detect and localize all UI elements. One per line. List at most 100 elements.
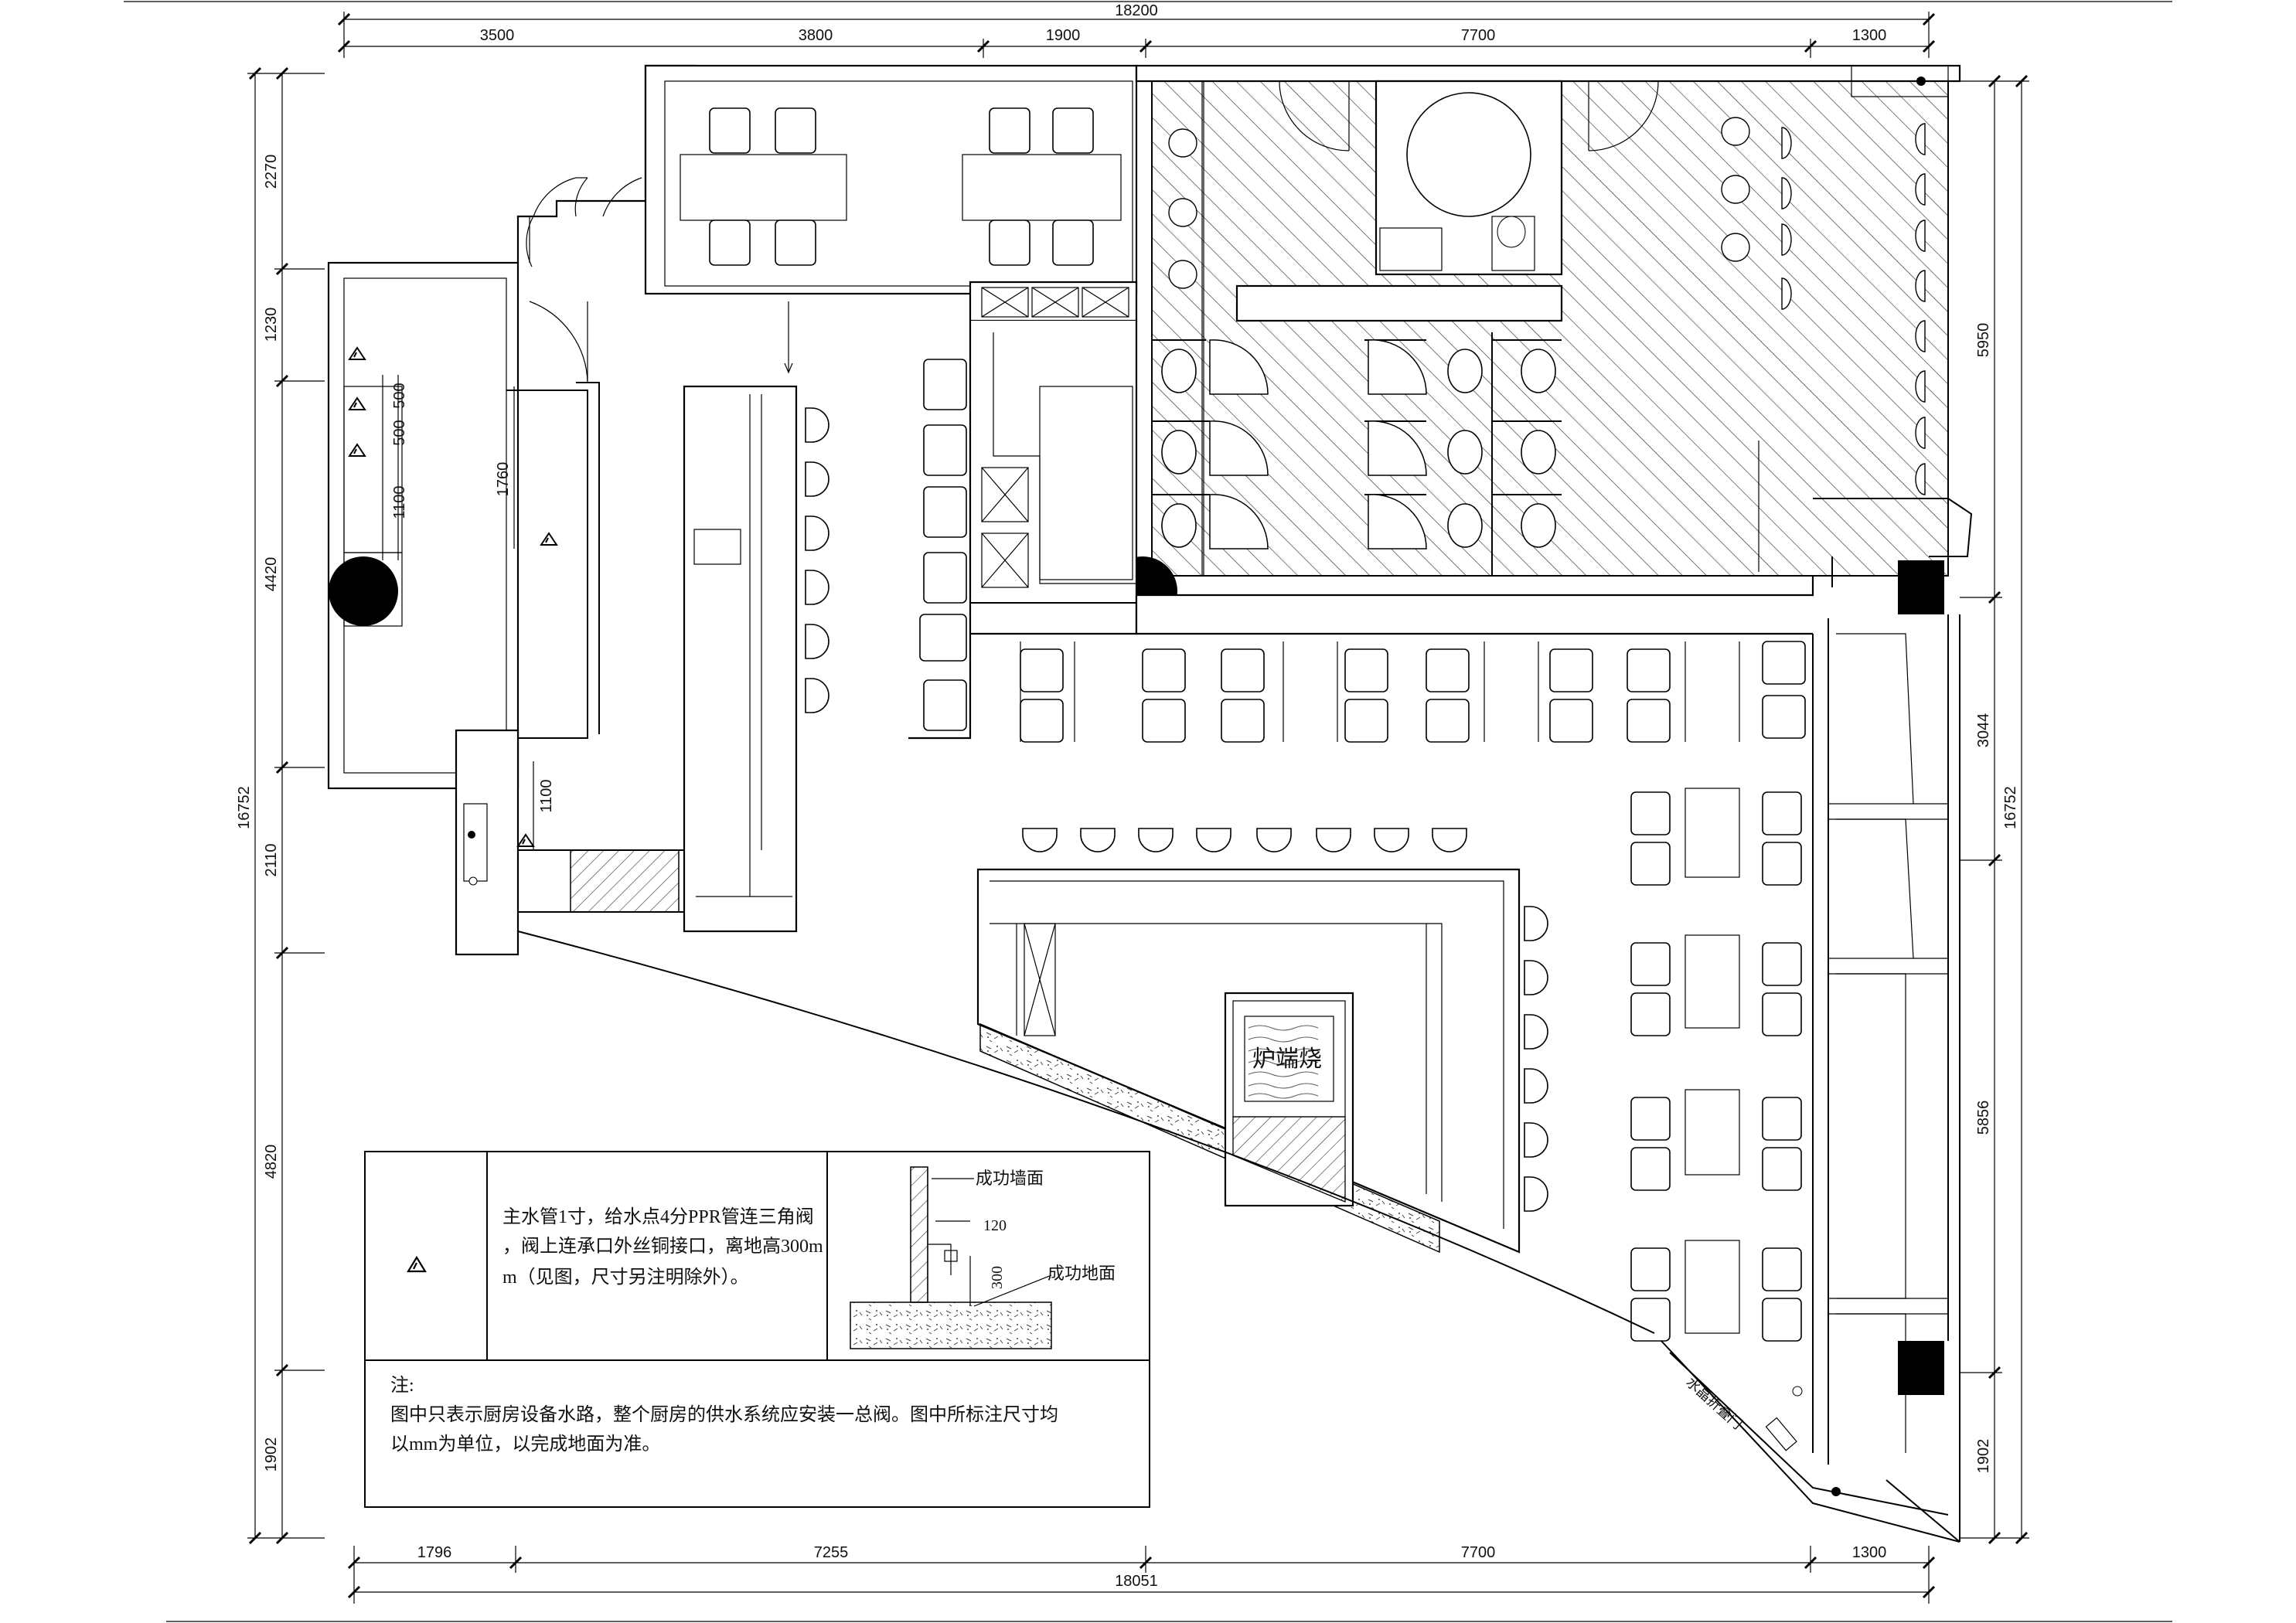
bar-stool [1524,960,1548,995]
dim-top-seg-4: 7700 [1461,27,1496,44]
dim-left-seg-4: 2110 [263,843,280,876]
bar-stool [805,678,829,713]
valve-icon [348,396,366,410]
bar-stool [805,461,829,497]
right-corridor: 水晶折叠门 [1135,65,1973,1543]
left-dimension-chain: 16752 2270 1230 4420 2110 4820 1902 [236,66,325,1545]
chair [1344,699,1388,743]
dim-left-total: 16752 [236,786,253,829]
bar-stool [1080,828,1116,852]
chair [1426,648,1470,692]
dim-left-seg-6: 1902 [263,1438,280,1472]
bar-stool [1256,828,1292,852]
bar-stool [1196,828,1231,852]
cook-line-chairs [919,359,967,731]
chair [1630,791,1671,835]
chair [1052,219,1094,266]
prep-kitchen [327,64,696,956]
riser-icon [329,556,398,626]
bar-stool [1374,828,1409,852]
valve-icon [348,443,366,457]
bar-stool [1524,1068,1548,1104]
valve-detail [850,1166,1052,1349]
chair [1762,1147,1802,1191]
chair [1630,1097,1671,1141]
chair [1630,1147,1671,1191]
top-dimension-chain: 18200 3500 3800 1900 7700 1300 [337,2,1936,58]
top-dining-chairs [709,107,1094,266]
dim-top-total: 18200 [1115,2,1158,19]
right-booth-chairs [1630,791,1802,1342]
chair [923,359,967,410]
kitchen-dim-500a: 500 [391,383,408,408]
bar-stool [1524,906,1548,941]
legend-box [364,1151,1150,1508]
right-dimension-chain: 5950 3044 5856 1902 16752 [1960,74,2029,1545]
chair [1762,842,1802,886]
chair [1762,641,1806,685]
chair [1221,648,1265,692]
chair [1020,648,1064,692]
curved-facade [517,931,1655,1334]
chair [1142,699,1186,743]
dim-bottom-seg-3: 7700 [1461,1544,1496,1561]
note-body-line-2: 以mm为单位，以完成地面为准。 [390,1434,660,1455]
dim-bottom-seg-2: 7255 [814,1544,849,1561]
chair [1630,1298,1671,1342]
chair [1762,1097,1802,1141]
bottom-dimension-chain: 1796 7255 7700 1300 18051 [347,1544,1936,1604]
dim-right-total: 16752 [2002,786,2019,829]
right-booths [1685,788,1740,1334]
detail-wall-label: 成功墙面 [976,1169,1044,1188]
bar-stool [1524,1014,1548,1050]
chair [1142,648,1186,692]
dim-top-seg-1: 3500 [480,27,515,44]
chair [1630,1247,1671,1291]
dim-left-seg-1: 2270 [263,155,280,189]
dim-left-seg-3: 4420 [263,557,280,592]
bar-stool [1524,1176,1548,1212]
detail-dim-120: 120 [983,1217,1007,1234]
dim-right-seg-2: 3044 [1975,713,1992,748]
chair [775,107,816,154]
dim-top-seg-2: 3800 [799,27,833,44]
bar-counter [683,301,798,933]
chair [1020,699,1064,743]
folding-door-label: 水晶折叠门 [1683,1374,1745,1432]
bar-stool [1138,828,1174,852]
bar-stool [805,624,829,659]
chair [1549,699,1593,743]
chair [923,424,967,476]
bar-stool [1524,1122,1548,1158]
middle-table-row [1020,641,1740,742]
chair [1221,699,1265,743]
bar-stool [805,515,829,551]
chair [709,219,751,266]
bar-stool [1022,828,1058,852]
chair [989,219,1030,266]
chair [1762,1298,1802,1342]
chair [1627,699,1671,743]
valve-symbol-icon [407,1255,427,1273]
stove-label: 炉端烧 [1252,1046,1322,1072]
chair [1762,695,1806,739]
chair [1549,648,1593,692]
valve-icon [516,833,535,847]
chair [1762,1247,1802,1291]
dim-bottom-total: 18051 [1115,1573,1158,1590]
dim-top-seg-3: 1900 [1046,27,1081,44]
dim-bottom-seg-1: 1796 [417,1544,452,1561]
restroom-block [1135,64,1961,577]
note-body-line-1: 图中只表示厨房设备水路，整个厨房的供水系统应安装一总阀。图中所标注尺寸均 [390,1404,1058,1425]
dim-left-seg-2: 1230 [263,308,280,342]
chair [1762,791,1802,835]
bar-stool [1316,828,1351,852]
chair [1630,842,1671,886]
detail-floor-label: 成功地面 [1048,1264,1116,1283]
chair [1344,648,1388,692]
chair [989,107,1030,154]
dim-right-seg-1: 5950 [1975,323,1992,358]
valve-icon [540,532,558,546]
sheet-frame [124,1,2172,1622]
chair [709,107,751,154]
